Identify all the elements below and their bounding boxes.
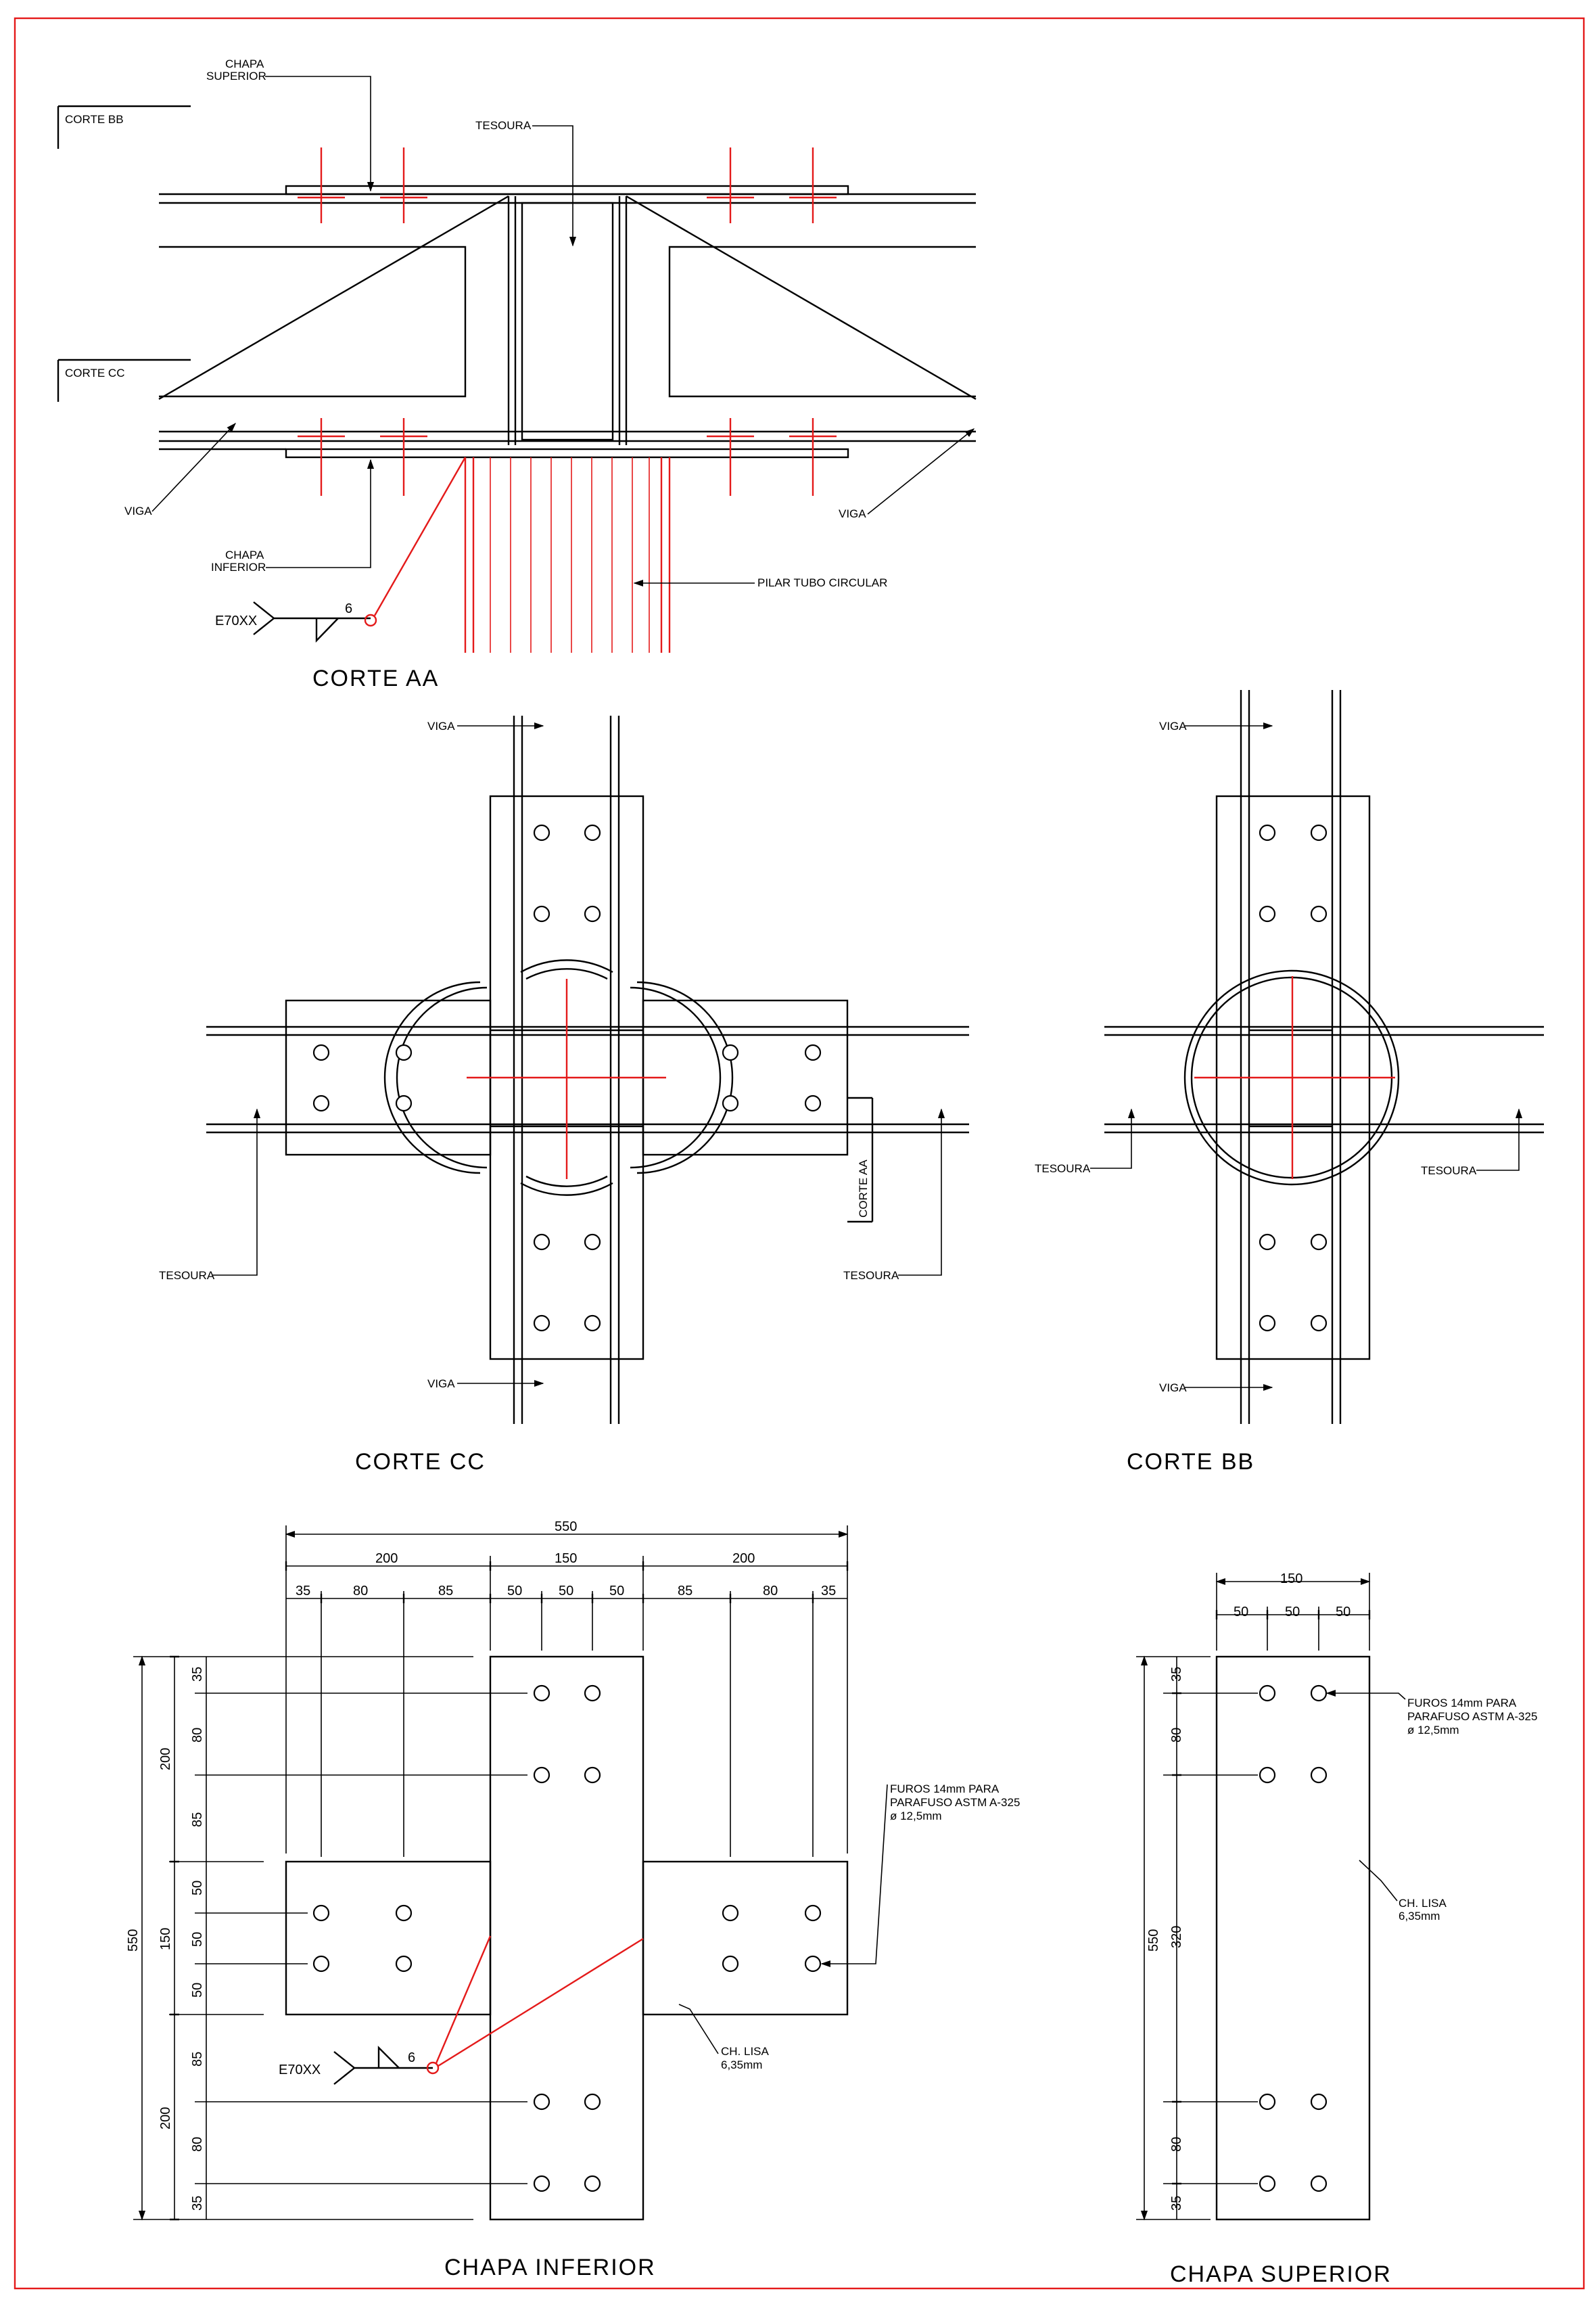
- circular-column-hatch: [464, 457, 671, 653]
- note-holes-superior-1: FUROS 14mm PARA: [1407, 1697, 1517, 1709]
- title-chapa-inferior: CHAPA INFERIOR: [444, 2255, 656, 2280]
- note-holes-inferior-1: FUROS 14mm PARA: [890, 1782, 1000, 1795]
- top-plate-section: [285, 185, 849, 195]
- dim-top-right: 200: [732, 1551, 755, 1566]
- weld-symbol-aa: [253, 457, 467, 643]
- dim-superior-left-part-2: 80: [1169, 1728, 1184, 1743]
- label-viga-left-aa: VIGA: [124, 505, 152, 517]
- dim-top-overall: 550: [555, 1519, 577, 1534]
- dim-left-top-part-3: 85: [190, 1812, 205, 1827]
- bolt-holes-inferior: [312, 1684, 822, 2192]
- dim-top-center: 150: [555, 1551, 577, 1566]
- dim-left-bottom-part-3: 35: [190, 2196, 205, 2211]
- dim-top-center-part-1: 50: [507, 1584, 522, 1598]
- corte-cc-view: CORTE AA VIGA VIGA TESOURA TESOURA CORTE…: [159, 716, 969, 1475]
- bolt-holes-superior: [1259, 1684, 1328, 2192]
- label-viga-top-cc: VIGA: [427, 720, 455, 733]
- label-viga-bottom-cc: VIGA: [427, 1377, 455, 1390]
- title-corte-cc: CORTE CC: [355, 1449, 486, 1475]
- label-viga-top-bb: VIGA: [1159, 720, 1187, 733]
- dim-left-middle-part-1: 50: [190, 1881, 205, 1895]
- note-plate-superior-2: 6,35mm: [1399, 1910, 1440, 1923]
- dim-superior-top-overall: 150: [1280, 1571, 1302, 1586]
- dim-left-bottom: 200: [158, 2107, 173, 2130]
- label-pilar-tubo-circular: PILAR TUBO CIRCULAR: [757, 576, 887, 589]
- dim-superior-top-part-1: 50: [1234, 1605, 1248, 1619]
- dim-top-right-part-2: 80: [763, 1584, 778, 1598]
- label-chapa-inferior-1: CHAPA: [225, 549, 264, 561]
- label-chapa-superior-2: SUPERIOR: [206, 70, 266, 83]
- label-tesoura-left-cc: TESOURA: [159, 1269, 215, 1282]
- dim-superior-left-part-5: 35: [1169, 2196, 1184, 2211]
- note-holes-superior-2: PARAFUSO ASTM A-325: [1407, 1710, 1537, 1723]
- title-corte-aa: CORTE AA: [312, 666, 439, 691]
- label-weld-size-inferior: 6: [408, 2050, 415, 2065]
- note-holes-superior-3: ø 12,5mm: [1407, 1724, 1459, 1736]
- label-tesoura-right-cc: TESOURA: [843, 1269, 899, 1282]
- dim-top-left: 200: [375, 1551, 398, 1566]
- label-viga-bottom-bb: VIGA: [1159, 1381, 1187, 1394]
- label-weld-electrode-aa: E70XX: [215, 614, 257, 628]
- dim-superior-left-overall: 550: [1146, 1929, 1161, 1952]
- dim-superior-left-part-1: 35: [1169, 1667, 1184, 1682]
- dim-top-left-part-1: 35: [296, 1584, 310, 1598]
- dim-left-top: 200: [158, 1748, 173, 1770]
- dim-left-middle-part-2: 50: [190, 1932, 205, 1947]
- title-corte-bb: CORTE BB: [1127, 1449, 1254, 1475]
- label-corte-aa-mark: CORTE AA: [857, 1159, 870, 1218]
- dim-superior-left-part-4: 80: [1169, 2137, 1184, 2152]
- corte-aa-view: CHAPA SUPERIOR TESOURA CORTE BB CORTE CC…: [57, 57, 977, 691]
- dim-top-right-part-3: 35: [821, 1584, 836, 1598]
- corte-bb-view: VIGA VIGA TESOURA TESOURA CORTE BB: [1035, 690, 1544, 1475]
- dim-top-left-part-3: 85: [438, 1584, 453, 1598]
- chapa-superior-view: 150 50 50 50 550 35 80 320 80 35 FUROS 1…: [1136, 1571, 1537, 2287]
- dim-top-right-part-1: 85: [678, 1584, 693, 1598]
- dim-left-bottom-part-2: 80: [190, 2137, 205, 2152]
- note-plate-superior-1: CH. LISA: [1399, 1897, 1447, 1910]
- bottom-plate-section: [285, 448, 849, 459]
- label-weld-size-aa: 6: [345, 601, 352, 616]
- note-holes-inferior-3: ø 12,5mm: [890, 1810, 942, 1822]
- dim-top-center-part-3: 50: [609, 1584, 624, 1598]
- dim-left-middle: 150: [158, 1928, 173, 1950]
- plate-inferior-right-arm: [642, 1860, 849, 2016]
- plate-inferior-left-arm: [285, 1860, 492, 2016]
- label-chapa-inferior-2: INFERIOR: [211, 561, 266, 574]
- label-tesoura-right-bb: TESOURA: [1421, 1164, 1477, 1177]
- bolt-holes-cc: [312, 824, 822, 1332]
- label-chapa-superior-1: CHAPA: [225, 57, 264, 70]
- note-plate-inferior-1: CH. LISA: [721, 2045, 770, 2058]
- label-tesoura-aa: TESOURA: [475, 119, 532, 132]
- chapa-inferior-view: 550 200 150 200 35 80 85 50 50 50 85 80 …: [126, 1519, 1020, 2280]
- bolt-holes-bb: [1259, 824, 1328, 1332]
- dim-superior-top-part-3: 50: [1336, 1605, 1351, 1619]
- plate-inferior-vertical: [489, 1655, 644, 2221]
- sheet-border: [14, 17, 1585, 2290]
- label-corte-cc-mark: CORTE CC: [65, 367, 124, 379]
- weld-symbol-inferior: [333, 1935, 644, 2085]
- dim-superior-top-part-2: 50: [1285, 1605, 1300, 1619]
- dim-top-left-part-2: 80: [353, 1584, 368, 1598]
- label-weld-electrode-inferior: E70XX: [279, 2063, 321, 2077]
- dim-left-top-part-1: 35: [190, 1667, 205, 1682]
- dim-superior-left-part-3: 320: [1169, 1926, 1184, 1948]
- tesoura-section: [521, 202, 614, 441]
- label-corte-bb-mark: CORTE BB: [65, 113, 124, 126]
- note-plate-inferior-2: 6,35mm: [721, 2058, 762, 2071]
- dim-left-top-part-2: 80: [190, 1728, 205, 1743]
- dim-left-overall: 550: [126, 1929, 141, 1952]
- label-tesoura-left-bb: TESOURA: [1035, 1162, 1091, 1175]
- label-viga-right-aa: VIGA: [839, 507, 866, 520]
- title-chapa-superior: CHAPA SUPERIOR: [1170, 2261, 1392, 2287]
- dim-left-middle-part-3: 50: [190, 1983, 205, 1998]
- dim-top-center-part-2: 50: [559, 1584, 573, 1598]
- note-holes-inferior-2: PARAFUSO ASTM A-325: [890, 1796, 1020, 1809]
- plate-superior: [1215, 1655, 1371, 2221]
- dim-left-bottom-part-1: 85: [190, 2052, 205, 2067]
